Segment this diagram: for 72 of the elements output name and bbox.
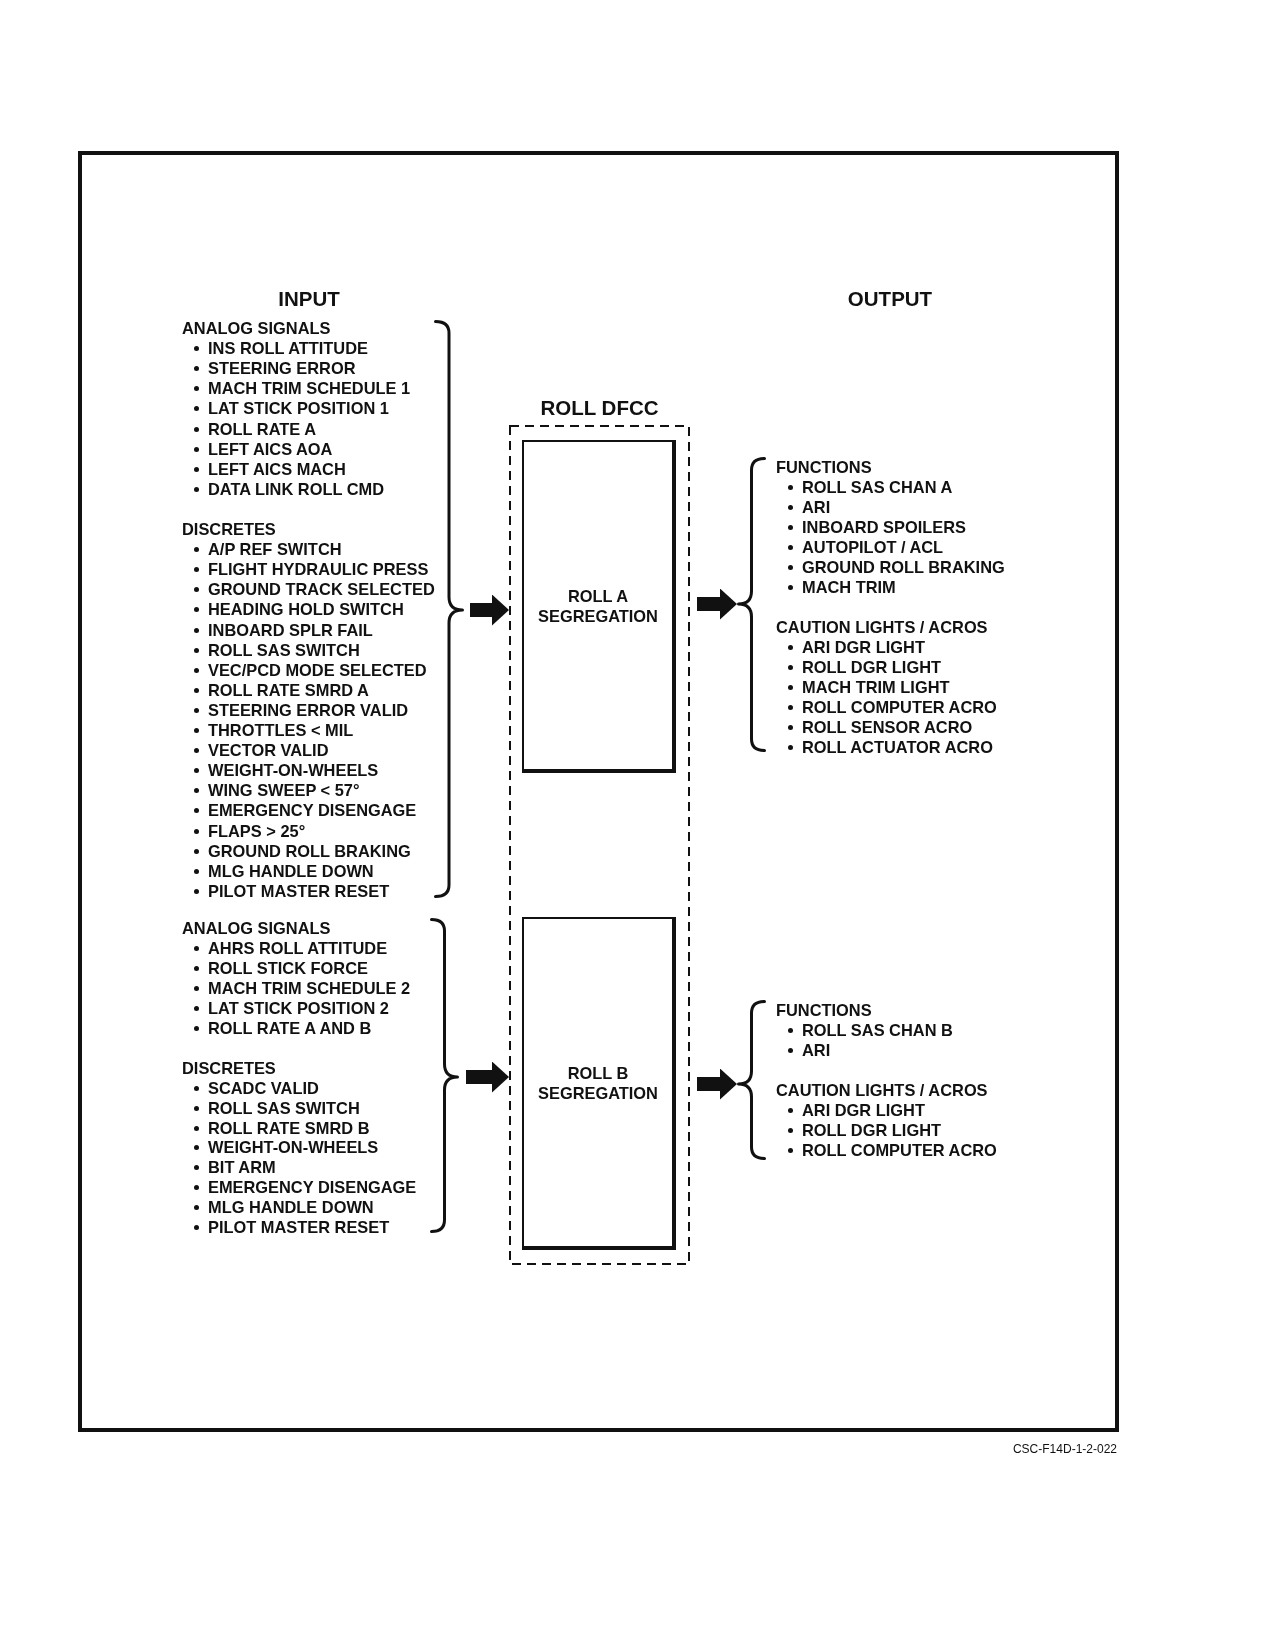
list-item: WEIGHT-ON-WHEELS: [194, 760, 379, 781]
list-item: DATA LINK ROLL CMD: [194, 478, 385, 499]
list-item: LEFT AICS AOA: [194, 438, 333, 459]
list-item: WING SWEEP < 57°: [194, 780, 360, 801]
list-item: A/P REF SWITCH: [194, 539, 342, 560]
list-item: HEADING HOLD SWITCH: [194, 599, 404, 620]
list-heading: DISCRETES: [182, 519, 276, 539]
list-item: ROLL SENSOR ACRO: [788, 717, 973, 737]
list-item: LAT STICK POSITION 2: [194, 997, 389, 1018]
list-item: ARI: [788, 497, 831, 517]
list-heading: FUNCTIONS: [776, 457, 872, 477]
list-item: ROLL DGR LIGHT: [788, 1120, 941, 1140]
list-item: PILOT MASTER RESET: [194, 1217, 390, 1238]
list-item: INS ROLL ATTITUDE: [194, 338, 368, 359]
list-item: STEERING ERROR: [194, 358, 356, 379]
figure-id: CSC-F14D-1-2-022: [1012, 1442, 1117, 1456]
list-item: THROTTLES < MIL: [194, 720, 354, 740]
list-item: MACH TRIM LIGHT: [788, 677, 950, 697]
list-item: ROLL DGR LIGHT: [788, 657, 941, 677]
list-heading: ANALOG SIGNALS: [182, 318, 331, 338]
list-item: BIT ARM: [194, 1157, 276, 1178]
list-item: ROLL RATE SMRD A: [194, 679, 369, 700]
list-item: MACH TRIM SCHEDULE 1: [194, 378, 411, 399]
list-item: MACH TRIM: [788, 577, 896, 597]
list-heading: FUNCTIONS: [776, 1000, 872, 1020]
list-item: AUTOPILOT / ACL: [788, 537, 944, 557]
list-item: MACH TRIM SCHEDULE 2: [194, 977, 411, 998]
list-item: ROLL RATE SMRD B: [194, 1117, 370, 1138]
box-title: ROLL DFCC: [540, 396, 659, 420]
list-item: ROLL COMPUTER ACRO: [788, 1140, 997, 1160]
column-heading: INPUT: [278, 287, 340, 311]
list-heading: DISCRETES: [182, 1057, 276, 1078]
list-item: ROLL ACTUATOR ACRO: [788, 737, 993, 757]
list-item: GROUND TRACK SELECTED: [194, 579, 435, 600]
list-item: ROLL RATE A: [194, 418, 317, 439]
list-item: MLG HANDLE DOWN: [194, 1197, 374, 1218]
list-item: MLG HANDLE DOWN: [194, 860, 374, 881]
list-item: ROLL STICK FORCE: [194, 957, 368, 978]
list-heading: CAUTION LIGHTS / ACROS: [776, 617, 988, 637]
list-item: LEFT AICS MACH: [194, 458, 346, 479]
list-item: ARI DGR LIGHT: [788, 637, 925, 657]
list-item: LAT STICK POSITION 1: [194, 398, 389, 419]
list-item: INBOARD SPLR FAIL: [194, 619, 373, 640]
process-box: [522, 440, 676, 773]
list-item: ROLL SAS SWITCH: [194, 639, 360, 660]
list-item: INBOARD SPOILERS: [788, 517, 966, 537]
list-item: SCADC VALID: [194, 1077, 319, 1098]
list-heading: ANALOG SIGNALS: [182, 918, 331, 938]
list-item: ROLL SAS CHAN B: [788, 1020, 953, 1040]
list-item: ROLL SAS SWITCH: [194, 1097, 360, 1118]
list-item: ROLL COMPUTER ACRO: [788, 697, 997, 717]
list-item: GROUND ROLL BRAKING: [194, 840, 411, 861]
list-item: VECTOR VALID: [194, 740, 329, 761]
list-item: AHRS ROLL ATTITUDE: [194, 937, 388, 958]
list-item: WEIGHT-ON-WHEELS: [194, 1137, 379, 1158]
list-item: VEC/PCD MODE SELECTED: [194, 659, 427, 680]
list-item: PILOT MASTER RESET: [194, 880, 390, 901]
list-item: STEERING ERROR VALID: [194, 699, 409, 720]
list-item: ARI: [788, 1040, 831, 1060]
list-item: FLIGHT HYDRAULIC PRESS: [194, 559, 429, 580]
list-item: ROLL RATE A AND B: [194, 1017, 372, 1038]
list-item: GROUND ROLL BRAKING: [788, 557, 1005, 577]
box-label: ROLL B SEGREGATION: [537, 1062, 659, 1103]
list-heading: CAUTION LIGHTS / ACROS: [776, 1080, 988, 1100]
list-item: FLAPS > 25°: [194, 820, 306, 841]
list-item: EMERGENCY DISENGAGE: [194, 1177, 417, 1198]
list-item: EMERGENCY DISENGAGE: [194, 800, 417, 821]
list-item: ARI DGR LIGHT: [788, 1100, 925, 1120]
box-label: ROLL A SEGREGATION: [537, 585, 659, 626]
column-heading: OUTPUT: [847, 287, 933, 311]
list-item: ROLL SAS CHAN A: [788, 477, 953, 497]
process-box: [522, 917, 676, 1250]
